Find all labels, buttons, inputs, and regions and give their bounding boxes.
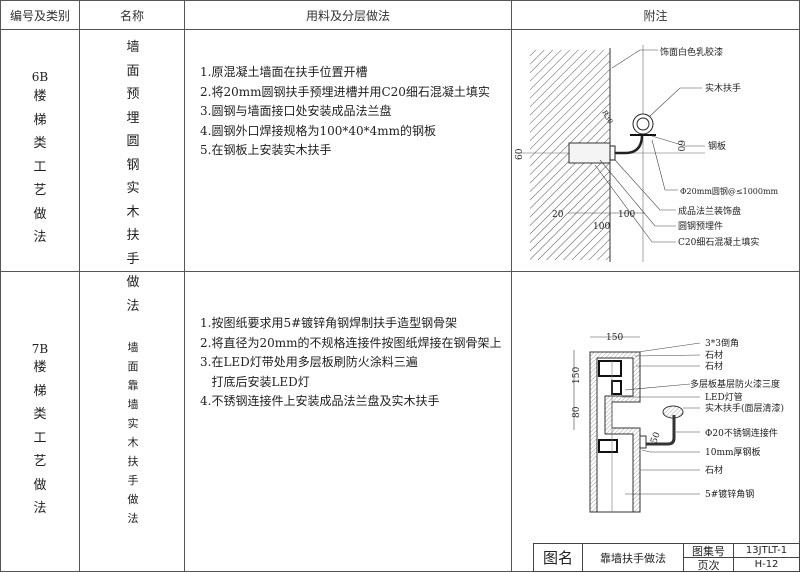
atlas-number: 13JTLT-1 xyxy=(733,543,800,558)
flange xyxy=(609,145,616,161)
dim: 100 xyxy=(618,210,635,220)
row2-code: 7B xyxy=(31,342,49,356)
method-step: 1.按图纸要求用5#镀锌角钢焊制扶手造型钢骨架 xyxy=(200,316,458,330)
dim: 100 xyxy=(593,222,610,232)
label: 实木扶手(面层清漆) xyxy=(705,402,784,414)
method-step: 2.将直径为20mm的不规格连接件按图纸焊接在钢骨架上 xyxy=(200,335,502,350)
method-step: 5.在钢板上安装实木扶手 xyxy=(200,143,332,157)
method-step: 1.原混凝土墙面在扶手位置开槽 xyxy=(200,65,368,79)
row1-category: 楼梯类工艺做法 xyxy=(33,89,47,245)
wood-handrail xyxy=(632,113,654,135)
title-name-label: 图名 xyxy=(533,543,583,572)
row2-name: 墙面靠墙实木扶手做法 xyxy=(127,341,139,525)
label: 钢板 xyxy=(708,140,726,152)
row2-methods: 1.按图纸要求用5#镀锌角钢焊制扶手造型钢骨架 2.将直径为20mm的不规格连接… xyxy=(200,314,501,412)
atlas-label: 图集号 xyxy=(683,543,734,558)
method-step: 3.在LED灯带处用多层板刷防火涂料三遍 xyxy=(200,355,418,369)
header-method: 用料及分层做法 xyxy=(185,0,512,30)
label: 石材 xyxy=(705,349,723,361)
header-name: 名称 xyxy=(80,0,185,30)
label: 多层板基层防火漆三度 xyxy=(690,378,780,390)
method-step: 打底后安装LED灯 xyxy=(200,374,310,389)
label: 5#镀锌角钢 xyxy=(705,488,754,500)
label: 圆钢预埋件 xyxy=(678,220,723,232)
handrail-detail-7b: 3*3倒角 石材 石材 多层板基层防火漆三度 LED灯管 实木扶手(面层清漆) … xyxy=(572,333,784,513)
method-step: 2.将20mm圆钢扶手预埋进槽并用C20细石混凝土填实 xyxy=(200,84,490,99)
dim: 80 xyxy=(572,406,582,418)
page-label: 页次 xyxy=(683,557,734,572)
dim: 60 xyxy=(515,148,525,160)
label: Φ20mm圆钢@≤1000mm xyxy=(680,186,779,196)
row1-name: 墙面预埋圆钢实木扶手做法 xyxy=(126,40,140,314)
label: C20细石混凝土填实 xyxy=(678,236,759,248)
label: 3*3倒角 xyxy=(705,337,739,349)
method-step: 4.圆钢外口焊接规格为100*40*4mm的钢板 xyxy=(200,123,437,138)
label: 10mm厚钢板 xyxy=(705,446,761,458)
steel-rod xyxy=(610,134,644,155)
handrail-detail-6b: 饰面白色乳胶漆 实木扶手 钢板 Φ20mm圆钢@≤1000mm 成品法兰装饰盘 … xyxy=(515,45,779,262)
wood-handrail xyxy=(662,405,684,419)
method-step: 3.圆钢与墙面接口处安装成品法兰盘 xyxy=(200,104,392,118)
steel-plate xyxy=(639,435,647,449)
stainless-connector xyxy=(646,415,676,446)
label: 石材 xyxy=(705,360,723,372)
label: Φ20不锈钢连接件 xyxy=(705,427,778,439)
row2-category: 楼梯类工艺做法 xyxy=(33,360,47,516)
dim: 60 xyxy=(675,140,685,152)
row1-code-cell xyxy=(0,30,80,272)
steel-angle xyxy=(598,360,622,377)
dim: 150 xyxy=(606,333,623,343)
label: LED灯管 xyxy=(705,391,743,403)
dim: 150 xyxy=(572,367,582,384)
label: 石材 xyxy=(705,464,723,476)
row1-method-cell xyxy=(185,30,512,272)
label: 饰面白色乳胶漆 xyxy=(660,46,723,58)
row1-name-cell xyxy=(80,30,185,272)
label: 实木扶手 xyxy=(705,82,741,94)
label: 成品法兰装饰盘 xyxy=(678,205,741,217)
grout-fill xyxy=(568,142,611,164)
dim: 50 xyxy=(649,431,662,445)
row1-code: 6B xyxy=(31,70,49,84)
row1-methods: 1.原混凝土墙面在扶手位置开槽 2.将20mm圆钢扶手预埋进槽并用C20细石混凝… xyxy=(200,63,490,161)
page-number: H-12 xyxy=(733,557,800,572)
method-step: 4.不锈钢连接件上安装成品法兰盘及实木扶手 xyxy=(200,394,440,408)
dim: 20 xyxy=(552,210,564,220)
title-name: 靠墙扶手做法 xyxy=(582,543,684,572)
header-code: 编号及类别 xyxy=(0,0,80,30)
